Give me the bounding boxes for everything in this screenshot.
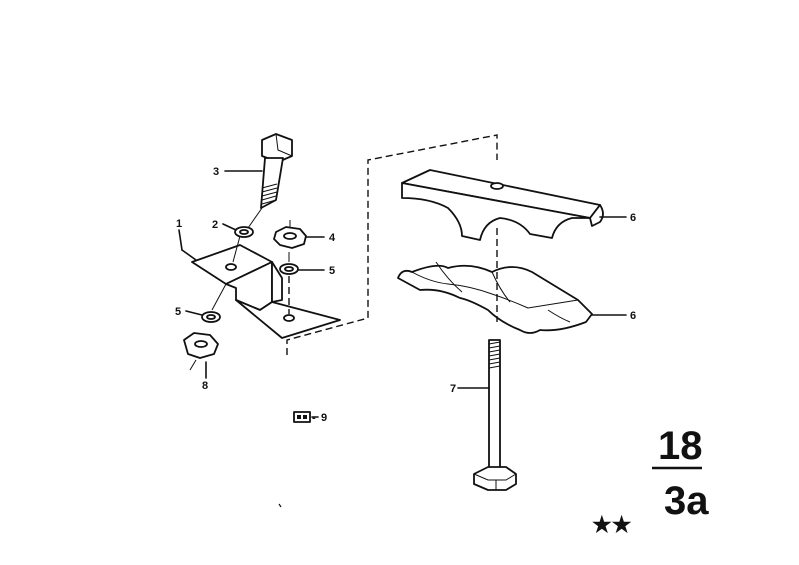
mounting-bracket (191, 244, 341, 339)
clamp-lower (397, 261, 593, 334)
kit-symbol (293, 411, 311, 423)
clamp-upper (401, 169, 604, 241)
page-reference: 18 3a ★★ (592, 424, 709, 537)
callout-5-right: 5 (329, 265, 335, 277)
callout-6-lower: 6 (630, 310, 636, 322)
kit-dash: - (312, 412, 316, 424)
nut-lower (183, 332, 219, 371)
washer-right (279, 252, 299, 314)
bolt-long (473, 228, 517, 491)
leader-lines (178, 170, 627, 418)
callout-5-left: 5 (175, 306, 181, 318)
assembly-guide-dashed (286, 134, 498, 355)
callout-6-upper: 6 (630, 212, 636, 224)
callout-4: 4 (329, 232, 336, 244)
stray-mark (278, 503, 282, 508)
bolt-short (247, 133, 293, 229)
callout-9: 9 (321, 412, 327, 424)
callout-3: 3 (213, 166, 219, 178)
washer-upper (232, 226, 254, 263)
callout-8: 8 (202, 380, 208, 392)
callout-2: 2 (212, 219, 218, 231)
nut-upper (273, 220, 307, 249)
callout-labels: 1 2 3 4 5 5 6 6 7 8 - 9 (175, 166, 636, 424)
page-ref-numerator: 18 (658, 424, 703, 468)
callout-1: 1 (176, 218, 182, 230)
washer-left (201, 283, 227, 323)
stars: ★★ (592, 512, 632, 537)
page-ref-denominator: 3a (664, 479, 709, 523)
callout-7: 7 (450, 383, 456, 395)
